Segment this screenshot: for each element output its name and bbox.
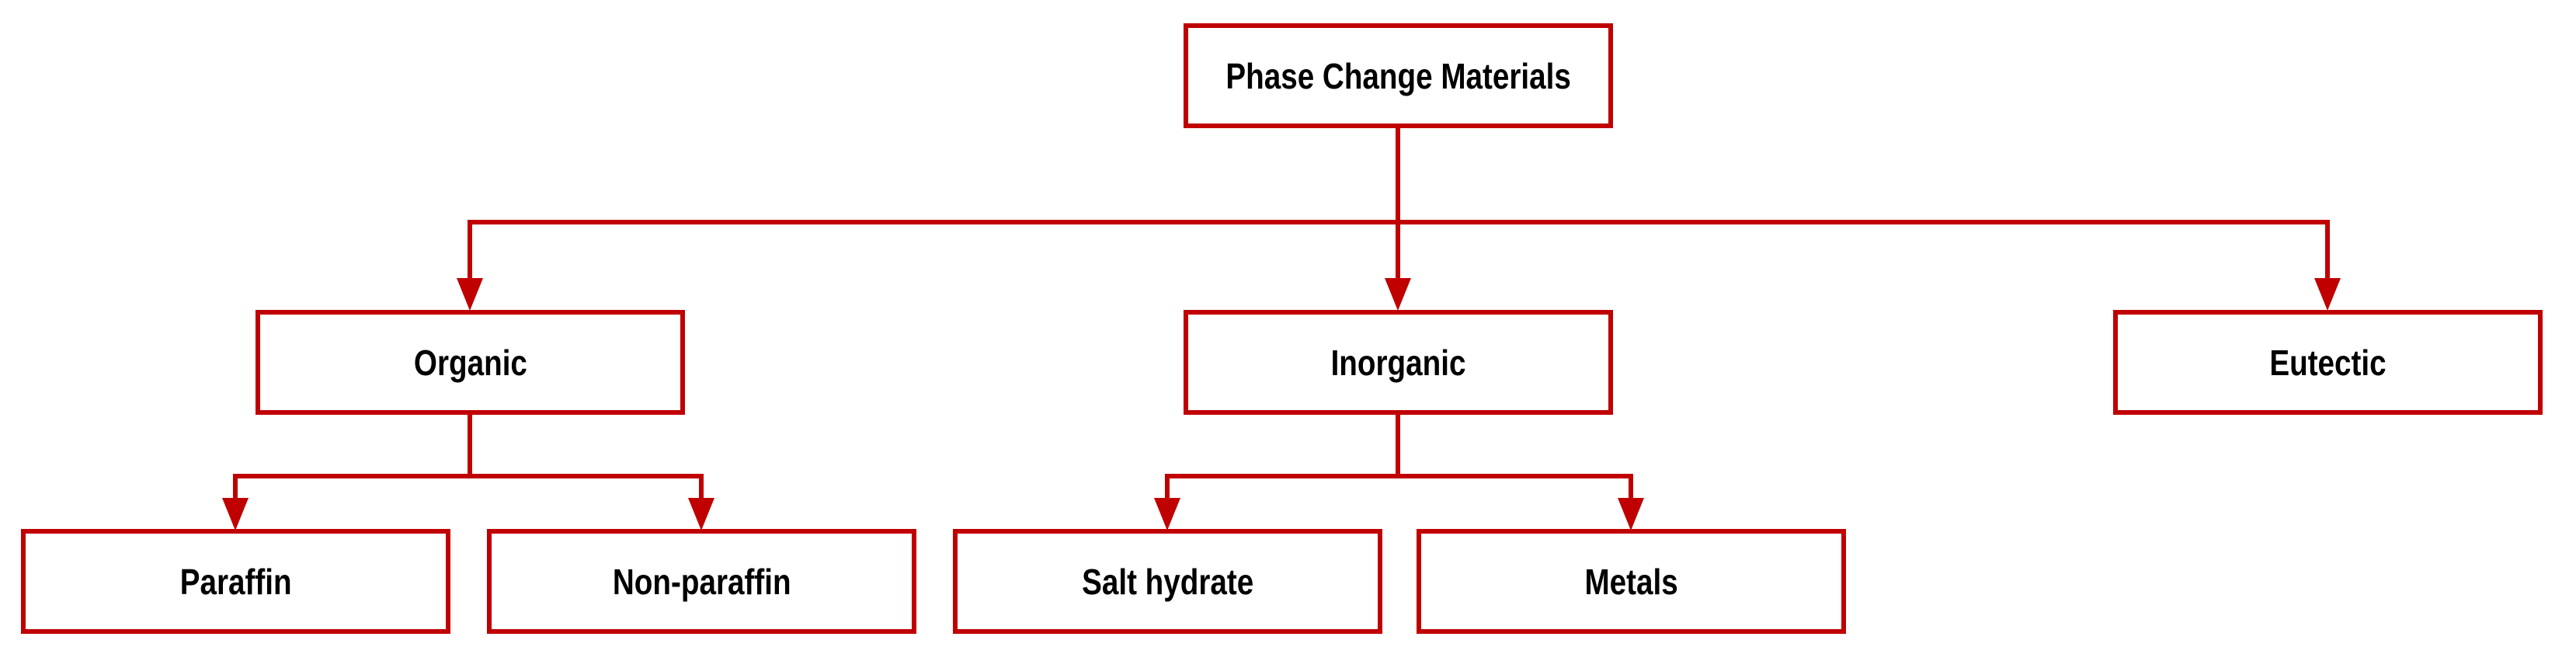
connector-drop-inorganic [1396, 220, 1400, 284]
node-label: Metals [1584, 561, 1678, 602]
node-phase-change-materials: Phase Change Materials [1184, 23, 1613, 128]
connector-drop-salt-hydrate [1165, 474, 1170, 503]
connector-drop-eutectic [2325, 220, 2330, 284]
arrowhead-down-icon [1385, 278, 1411, 311]
arrowhead-down-icon [457, 278, 483, 311]
connector-drop-metals [1629, 474, 1633, 503]
connector-drop-non-paraffin [699, 474, 704, 503]
arrowhead-down-icon [2314, 278, 2341, 311]
node-organic: Organic [256, 310, 685, 415]
arrowhead-down-icon [1154, 498, 1180, 531]
node-label: Non-paraffin [612, 561, 791, 602]
node-salt-hydrate: Salt hydrate [953, 529, 1382, 634]
connector-drop-paraffin [233, 474, 238, 503]
connector-drop-organic [468, 220, 472, 284]
arrowhead-down-icon [1618, 498, 1644, 531]
node-label: Salt hydrate [1081, 561, 1254, 602]
node-paraffin: Paraffin [21, 529, 450, 634]
arrowhead-down-icon [688, 498, 714, 531]
connector-inorganic-horizontal [1165, 474, 1633, 478]
connector-organic-horizontal [233, 474, 704, 478]
connector-organic-stem [468, 415, 472, 478]
node-eutectic: Eutectic [2113, 310, 2543, 415]
connector-root-stem [1396, 128, 1400, 224]
connector-inorganic-stem [1396, 415, 1400, 478]
node-label: Phase Change Materials [1225, 55, 1571, 96]
node-inorganic: Inorganic [1184, 310, 1613, 415]
node-label: Organic [413, 342, 527, 383]
node-label: Paraffin [179, 561, 292, 602]
arrowhead-down-icon [222, 498, 249, 531]
node-metals: Metals [1417, 529, 1846, 634]
node-label: Eutectic [2269, 342, 2387, 383]
node-label: Inorganic [1330, 342, 1466, 383]
node-non-paraffin: Non-paraffin [487, 529, 916, 634]
